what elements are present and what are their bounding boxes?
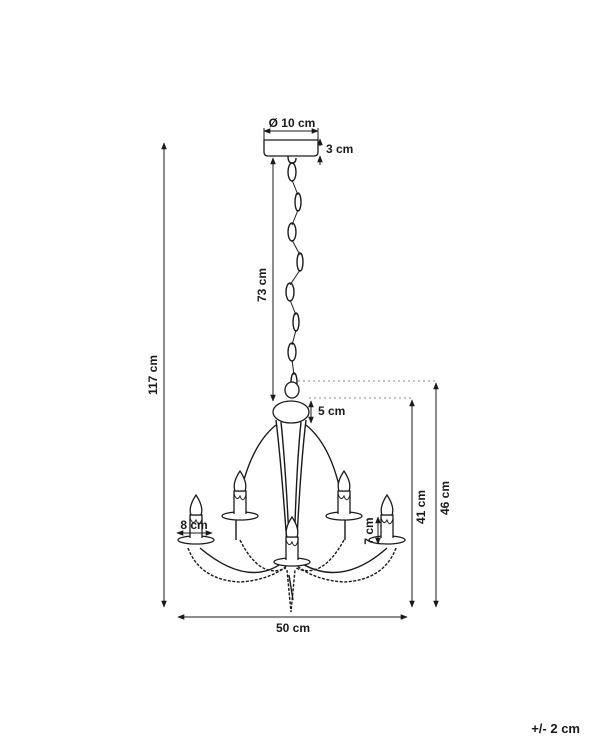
- chandelier-illustration: [177, 139, 406, 613]
- chain-link: [294, 192, 302, 212]
- candle-arm: [325, 469, 363, 521]
- chain-link: [285, 282, 295, 302]
- chain-link: [287, 222, 297, 242]
- chain-link: [287, 162, 297, 182]
- total-width-label: 50 cm: [276, 621, 310, 635]
- hub-height-label: 5 cm: [318, 404, 345, 418]
- tolerance-note: +/- 2 cm: [531, 721, 580, 736]
- body-height-label: 41 cm: [414, 490, 428, 524]
- total-height-label: 117 cm: [146, 355, 160, 395]
- bottom-finial: [286, 569, 296, 613]
- dimension-lines: [161, 128, 439, 620]
- chain: [285, 162, 304, 392]
- body-height-with-hub-label: 46 cm: [438, 481, 452, 515]
- chain-length-label: 73 cm: [255, 268, 269, 302]
- canopy-height-label: 3 cm: [326, 142, 353, 156]
- candle-arm: [221, 469, 259, 521]
- canopy-diameter-label: Ø 10 cm: [269, 116, 316, 130]
- candle-arm: [273, 515, 311, 567]
- candle-arm: [368, 493, 406, 545]
- candle-height-label: 7 cm: [362, 517, 376, 544]
- chain-link: [292, 312, 300, 332]
- center-hub: [272, 400, 310, 424]
- chain-link: [287, 342, 297, 362]
- cup-width-label: 8 cm: [180, 518, 207, 532]
- candle-arm: [177, 493, 215, 545]
- ceiling-canopy: [263, 139, 319, 157]
- chain-link: [296, 252, 304, 272]
